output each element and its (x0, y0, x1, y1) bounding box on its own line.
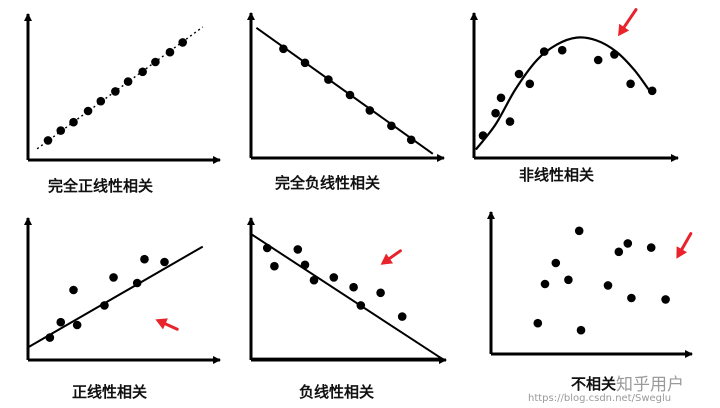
negative-linear-data-point-3 (300, 260, 310, 270)
perfect-positive-data-point-6 (123, 77, 133, 86)
uncorrelated-data-point-10 (646, 243, 656, 252)
uncorrelated-data-point-8 (623, 239, 633, 248)
positive-linear-data-point-6 (132, 278, 142, 288)
positive-linear-data-point-4 (100, 301, 109, 310)
perfect-negative-data-point-0 (279, 44, 288, 54)
perfect-negative-data-point-2 (324, 75, 333, 84)
positive-linear-data-point-8 (160, 257, 169, 267)
chart-title-perfect-negative: 完全负线性相关 (275, 174, 381, 192)
positive-linear-red-arrow-0-shaft (163, 322, 179, 331)
nonlinear-data-point-9 (610, 50, 619, 59)
uncorrelated-data-point-11 (661, 295, 670, 304)
perfect-negative-data-point-1 (300, 58, 310, 68)
perfect-positive-data-point-7 (138, 67, 147, 77)
perfect-positive-data-point-10 (178, 38, 187, 47)
nonlinear-red-arrow-0-shaft (622, 8, 638, 29)
negative-linear-data-point-4 (309, 275, 319, 285)
uncorrelated-data-point-9 (627, 293, 636, 303)
chart-title-nonlinear: 非线性相关 (519, 166, 595, 184)
uncorrelated-data-point-0 (533, 318, 543, 328)
uncorrelated-data-point-2 (551, 258, 561, 268)
nonlinear-data-point-1 (491, 108, 500, 118)
negative-linear-data-point-9 (397, 312, 407, 321)
nonlinear-red-arrow-0-head (618, 23, 630, 37)
positive-linear-data-point-3 (72, 320, 82, 330)
uncorrelated-red-arrow-0-head (676, 246, 688, 259)
nonlinear-data-point-10 (626, 79, 635, 89)
chart-title-positive-linear: 正线性相关 (72, 383, 148, 401)
nonlinear-data-point-5 (525, 79, 535, 89)
negative-linear-data-point-5 (329, 273, 339, 282)
perfect-positive-data-point-4 (96, 96, 106, 106)
chart-title-negative-linear: 负线性相关 (299, 383, 375, 401)
positive-linear-data-point-1 (56, 317, 66, 327)
uncorrelated-red-arrow-0-shaft (680, 232, 693, 251)
perfect-positive-data-point-2 (69, 117, 78, 127)
perfect-negative-data-point-6 (406, 135, 416, 145)
positive-linear-data-point-2 (69, 285, 78, 295)
nonlinear-data-point-11 (647, 86, 657, 96)
negative-linear-red-arrow-0-head (380, 253, 394, 265)
uncorrelated-data-point-3 (564, 275, 573, 285)
positive-linear-trend-line (27, 245, 204, 349)
negative-linear-data-point-1 (270, 261, 279, 271)
positive-linear-red-arrow-0-head (155, 318, 168, 330)
negative-linear-data-point-8 (376, 288, 385, 298)
uncorrelated-data-point-7 (614, 247, 624, 257)
perfect-negative-data-point-5 (387, 121, 396, 131)
negative-linear-data-point-6 (349, 282, 358, 292)
chart-title-perfect-positive: 完全正线性相关 (48, 177, 154, 195)
nonlinear-data-point-0 (478, 131, 488, 140)
nonlinear-data-point-3 (505, 117, 515, 126)
nonlinear-data-point-2 (496, 93, 506, 103)
perfect-negative-data-point-3 (345, 90, 355, 100)
perfect-positive-data-point-3 (83, 106, 93, 116)
nonlinear-data-point-4 (514, 69, 524, 79)
nonlinear-data-point-6 (539, 47, 549, 56)
perfect-positive-data-point-5 (111, 87, 120, 96)
perfect-positive-data-point-1 (56, 126, 66, 135)
uncorrelated-data-point-5 (574, 226, 584, 236)
negative-linear-trend-triangle (250, 232, 446, 360)
nonlinear-trend-curve (474, 36, 650, 151)
uncorrelated-data-point-6 (603, 281, 613, 290)
perfect-positive-data-point-8 (151, 57, 160, 67)
negative-linear-data-point-2 (293, 245, 303, 254)
uncorrelated-data-point-1 (540, 279, 550, 289)
watermark-url: https://blog.csdn.net/Sweglu (528, 393, 672, 404)
perfect-positive-data-point-0 (43, 136, 53, 145)
perfect-negative-data-point-4 (365, 106, 375, 115)
perfect-positive-data-point-9 (165, 47, 175, 57)
watermark-brand: 知乎用户 (616, 375, 684, 395)
perfect-positive-trend-line (36, 26, 204, 150)
positive-linear-data-point-5 (109, 273, 118, 282)
negative-linear-red-arrow-0-shaft (388, 249, 402, 260)
negative-linear-data-point-0 (262, 243, 272, 253)
positive-linear-data-point-7 (140, 254, 149, 264)
negative-linear-data-point-7 (356, 301, 366, 310)
uncorrelated-data-point-4 (576, 325, 586, 335)
nonlinear-data-point-8 (593, 55, 603, 65)
chart-title-uncorrelated: 不相关 (571, 375, 617, 393)
nonlinear-data-point-7 (557, 45, 567, 55)
positive-linear-data-point-0 (45, 333, 55, 342)
